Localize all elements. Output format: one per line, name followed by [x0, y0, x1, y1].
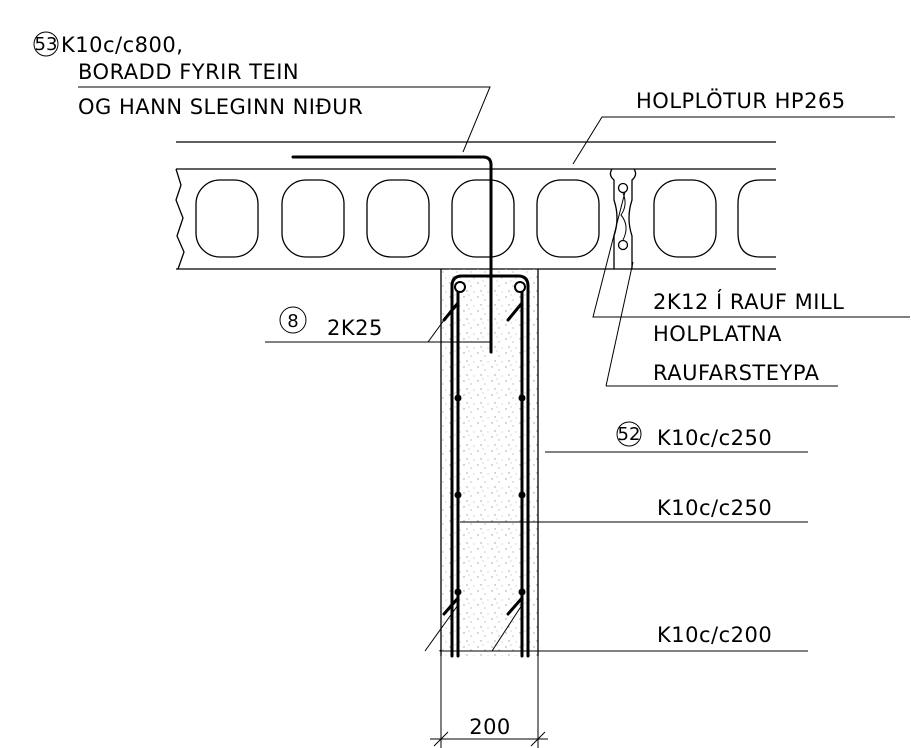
joint-bar-top [617, 182, 629, 194]
longitudinal-bar [518, 491, 526, 499]
longitudinal-bar [454, 491, 462, 499]
stirrup3-leader [439, 650, 808, 652]
tie-hook [442, 596, 460, 616]
main-bar-right [514, 281, 526, 293]
dimension-label: 200 [469, 715, 511, 739]
dowel-bar [291, 155, 493, 354]
drill-tag: 53 [35, 34, 58, 55]
longitudinal-bar [518, 588, 526, 596]
slab-void [366, 179, 430, 258]
slab-void [653, 179, 717, 258]
grout-leader-line [605, 261, 634, 387]
slab-leader [572, 116, 895, 165]
drill-label-line2: BORADD FYRIR TEIN [78, 60, 299, 84]
stirrup3-diag-right [491, 604, 523, 652]
drill-label-line1: K10c/c800, [61, 33, 183, 57]
hollow-core-slab [175, 141, 776, 270]
slab-void-partial [737, 179, 776, 258]
slab-joint-left [609, 168, 618, 269]
stirrup3-label: K10c/c200 [657, 623, 772, 647]
drill-tag-circle [33, 31, 59, 57]
longitudinal-bar [518, 394, 526, 402]
main-bars-label: 2K25 [327, 316, 383, 340]
joint-bar-bottom [617, 239, 629, 251]
joint-grout-line [620, 192, 627, 241]
leaders [78, 86, 910, 652]
main-tag-circle [279, 306, 307, 334]
drill-label-line3: OG HANN SLEGINN NIÐUR [78, 95, 363, 119]
tie-hook [506, 301, 524, 322]
slab-joint-right [628, 168, 637, 269]
drill-leader [78, 86, 491, 153]
slab-label: HOLPLÖTUR HP265 [636, 88, 846, 113]
main-tag: 8 [287, 311, 298, 332]
stirrup-tag: 52 [618, 424, 641, 445]
longitudinal-bar [454, 394, 462, 402]
grout-label: RAUFARSTEYPA [653, 361, 820, 385]
stirrup2-label: K10c/c250 [657, 496, 772, 520]
dim-tick-left [433, 731, 449, 747]
slab-void [281, 179, 345, 258]
stirrup3-diag-left [424, 604, 459, 652]
slab-voids [195, 179, 776, 258]
tie-hook [506, 596, 524, 616]
slab-void [195, 179, 259, 258]
dimension-200 [430, 656, 548, 748]
slab-void [451, 179, 515, 258]
dim-tick-right [530, 731, 546, 747]
slab-void [536, 179, 600, 258]
stirrup-tag-circle [616, 421, 642, 447]
dowel-bar-path [291, 155, 493, 354]
slot-label-line1: 2K12 Í RAUF MILL [653, 289, 844, 314]
stirrup1-label: K10c/c250 [657, 426, 772, 450]
longitudinal-bar [454, 588, 462, 596]
main-bar-left [454, 281, 466, 293]
annotations: 53 K10c/c800, BORADD FYRIR TEIN OG HANN … [33, 31, 846, 739]
slot-label-line2: HOLPLATNA [653, 322, 782, 346]
slot-leader [592, 191, 910, 318]
slab-break-line [175, 168, 185, 270]
